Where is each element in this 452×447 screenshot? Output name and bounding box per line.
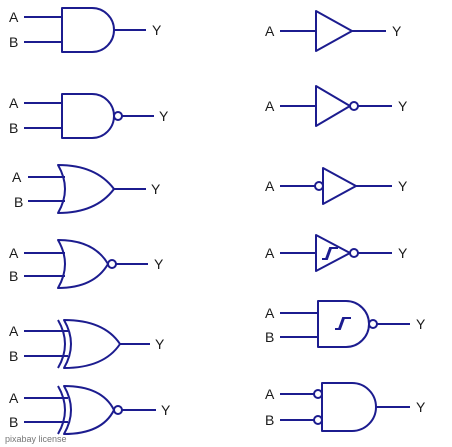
label-y: Y [392,23,402,39]
label-y: Y [398,98,408,114]
label-a: A [265,386,275,402]
hysteresis-icon [322,247,338,260]
buffer-gate-symbol: A Y [265,10,402,52]
label-a: A [12,169,22,185]
label-y: Y [159,108,169,124]
not-gate-symbol: A Y [265,85,408,127]
label-b: B [9,34,18,50]
nand-gate-symbol: A B Y [9,93,169,139]
label-a: A [265,245,275,261]
label-y: Y [161,402,171,418]
label-y: Y [416,399,426,415]
label-y: Y [152,22,162,38]
label-a: A [9,95,19,111]
buffer-inverted-input-gate-symbol: A Y [265,167,408,205]
label-a: A [9,323,19,339]
hysteresis-icon [335,317,351,330]
xnor-gate-symbol: A B Y [9,385,171,435]
label-a: A [265,305,275,321]
label-b: B [9,120,18,136]
label-a: A [265,178,275,194]
license-footer: pixabay license [5,434,67,444]
label-a: A [9,9,19,25]
label-b: B [265,329,274,345]
schmitt-nand-gate-symbol: A B Y [265,300,426,348]
label-b: B [14,194,23,210]
label-a: A [9,245,19,261]
label-b: B [265,412,274,428]
label-y: Y [154,256,164,272]
label-a: A [9,390,19,406]
nor-gate-symbol: A B Y [9,239,164,289]
label-a: A [265,98,275,114]
label-y: Y [398,178,408,194]
and-gate-symbol: A B Y [9,7,162,53]
label-b: B [9,348,18,364]
or-gate-symbol: A B Y [12,164,161,214]
label-b: B [9,268,18,284]
label-y: Y [398,245,408,261]
xor-gate-symbol: A B Y [9,319,165,369]
label-b: B [9,414,18,430]
and-inverted-inputs-gate-symbol: A B Y [265,382,426,432]
label-y: Y [416,316,426,332]
label-y: Y [151,181,161,197]
label-a: A [265,23,275,39]
label-y: Y [155,336,165,352]
schmitt-inverter-gate-symbol: A Y [265,234,408,272]
